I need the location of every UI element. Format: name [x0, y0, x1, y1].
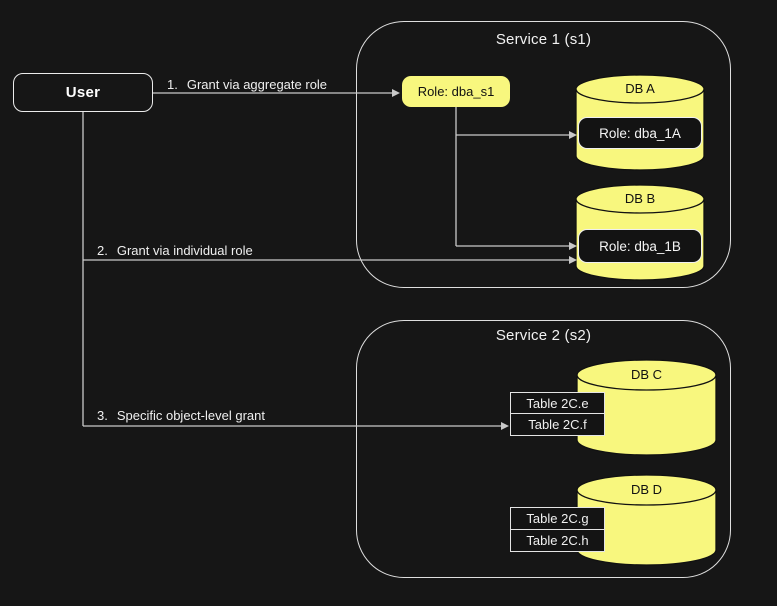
- grant-3-number: 3.: [97, 408, 108, 423]
- user-label: User: [65, 84, 101, 101]
- db-d-label: DB D: [630, 482, 663, 497]
- db-b-label: DB B: [624, 191, 656, 206]
- db-c-label: DB C: [630, 367, 663, 382]
- table-2ce-label: Table 2C.e: [526, 395, 589, 411]
- role-dba-1a-node: Role: dba_1A: [578, 117, 702, 149]
- grant-label-3: 3. Specific object-level grant: [97, 408, 265, 423]
- grant-1-number: 1.: [167, 77, 178, 92]
- table-2cf-label: Table 2C.f: [528, 417, 587, 432]
- db-a-label: DB A: [625, 81, 655, 96]
- table-2ch-node: Table 2C.h: [510, 529, 605, 552]
- grant-label-2: 2. Grant via individual role: [97, 243, 253, 258]
- service2-title: Service 2 (s2): [495, 327, 592, 344]
- table-2ch-label: Table 2C.h: [526, 533, 589, 548]
- role-dba-s1-node: Role: dba_s1: [402, 76, 510, 107]
- service1-container: [356, 21, 731, 288]
- grant-label-1: 1. Grant via aggregate role: [167, 77, 327, 92]
- service2-container: [356, 320, 731, 578]
- role-dba-s1-label: Role: dba_s1: [417, 84, 495, 99]
- grant-1-text: Grant via aggregate role: [186, 77, 328, 92]
- table-2cg-label: Table 2C.g: [526, 511, 589, 526]
- grant-2-text: Grant via individual role: [116, 243, 253, 258]
- role-dba-1a-label: Role: dba_1A: [599, 125, 681, 141]
- table-2cf-node: Table 2C.f: [510, 413, 605, 436]
- role-dba-1b-label: Role: dba_1B: [599, 238, 681, 254]
- grant-2-number: 2.: [97, 243, 108, 258]
- role-dba-1b-node: Role: dba_1B: [578, 229, 702, 263]
- service1-title: Service 1 (s1): [495, 31, 592, 48]
- table-2cg-node: Table 2C.g: [510, 507, 605, 530]
- table-2ce-node: Table 2C.e: [510, 392, 605, 414]
- user-node: User: [13, 73, 153, 112]
- grant-3-text: Specific object-level grant: [116, 408, 265, 423]
